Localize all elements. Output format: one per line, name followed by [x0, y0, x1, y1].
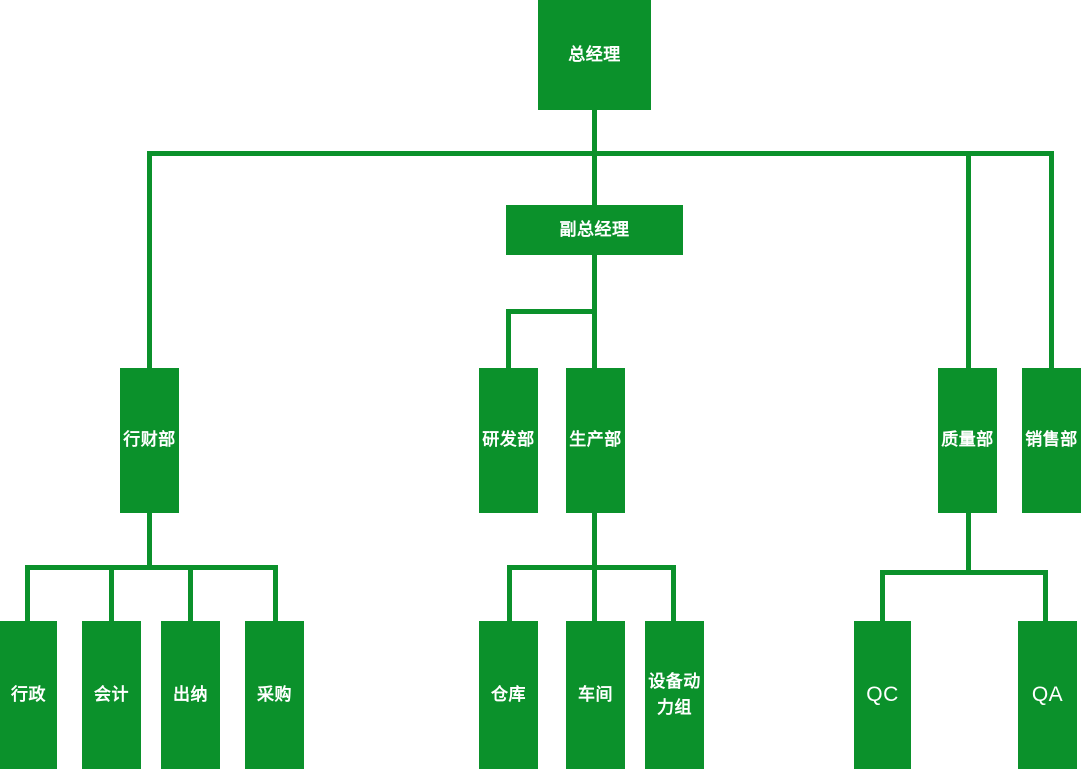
connector-to-equipment-power	[671, 565, 676, 623]
connector-to-qc	[880, 570, 885, 623]
node-equipment-power-group-label: 设备动力组	[648, 671, 701, 717]
connector-bus-to-deputy	[592, 151, 597, 207]
node-production-dept-label: 生产部	[569, 430, 622, 450]
node-purchasing-label: 采购	[257, 684, 292, 704]
connector-to-qa	[1043, 570, 1048, 623]
node-deputy-general-manager[interactable]: 副总经理	[506, 205, 683, 255]
node-qc-label: QC	[866, 683, 899, 707]
connector-level1-bus	[149, 151, 1054, 156]
node-rd-dept[interactable]: 研发部	[479, 368, 538, 513]
connector-production-down	[592, 512, 597, 569]
node-sales-dept-label: 销售部	[1025, 430, 1078, 450]
node-rd-dept-label: 研发部	[482, 430, 535, 450]
connector-to-purchasing	[273, 565, 278, 623]
node-administration[interactable]: 行政	[0, 621, 57, 769]
connector-to-accounting	[109, 565, 114, 623]
node-quality-dept[interactable]: 质量部	[938, 368, 997, 513]
node-production-dept[interactable]: 生产部	[566, 368, 625, 513]
connector-to-workshop	[592, 565, 597, 623]
connector-production-bus	[507, 565, 676, 570]
connector-bus-to-sales	[1049, 151, 1054, 369]
connector-deputy-rd-drop	[506, 309, 511, 370]
node-sales-dept[interactable]: 销售部	[1022, 368, 1081, 513]
node-qa-label: QA	[1031, 683, 1064, 707]
node-cashier-label: 出纳	[173, 684, 208, 704]
connector-bus-to-admin-finance	[147, 151, 152, 369]
node-accounting-label: 会计	[94, 684, 129, 704]
node-general-manager[interactable]: 总经理	[538, 0, 651, 110]
connector-bus-to-quality	[966, 151, 971, 369]
node-admin-finance-dept[interactable]: 行财部	[120, 368, 179, 513]
node-workshop-label: 车间	[578, 684, 613, 704]
connector-to-warehouse	[507, 565, 512, 623]
node-warehouse-label: 仓库	[491, 684, 526, 704]
connector-deputy-rd-bus	[506, 309, 597, 314]
node-workshop[interactable]: 车间	[566, 621, 625, 769]
node-deputy-general-manager-label: 副总经理	[559, 219, 630, 239]
connector-to-cashier	[188, 565, 193, 623]
node-quality-dept-label: 质量部	[941, 430, 994, 450]
connector-quality-bus	[880, 570, 1048, 575]
connector-gm-down	[592, 110, 597, 156]
node-warehouse[interactable]: 仓库	[479, 621, 538, 769]
connector-quality-down	[966, 512, 971, 572]
node-general-manager-label: 总经理	[568, 44, 621, 64]
node-qa[interactable]: QA	[1018, 621, 1077, 769]
node-accounting[interactable]: 会计	[82, 621, 141, 769]
node-qc[interactable]: QC	[854, 621, 911, 769]
node-equipment-power-group[interactable]: 设备动力组	[645, 621, 704, 769]
node-cashier[interactable]: 出纳	[161, 621, 220, 769]
node-administration-label: 行政	[11, 684, 46, 704]
connector-admin-finance-bus	[25, 565, 278, 570]
node-admin-finance-dept-label: 行财部	[123, 430, 176, 450]
connector-admin-finance-down	[147, 512, 152, 569]
node-purchasing[interactable]: 采购	[245, 621, 304, 769]
connector-to-administration	[25, 565, 30, 623]
